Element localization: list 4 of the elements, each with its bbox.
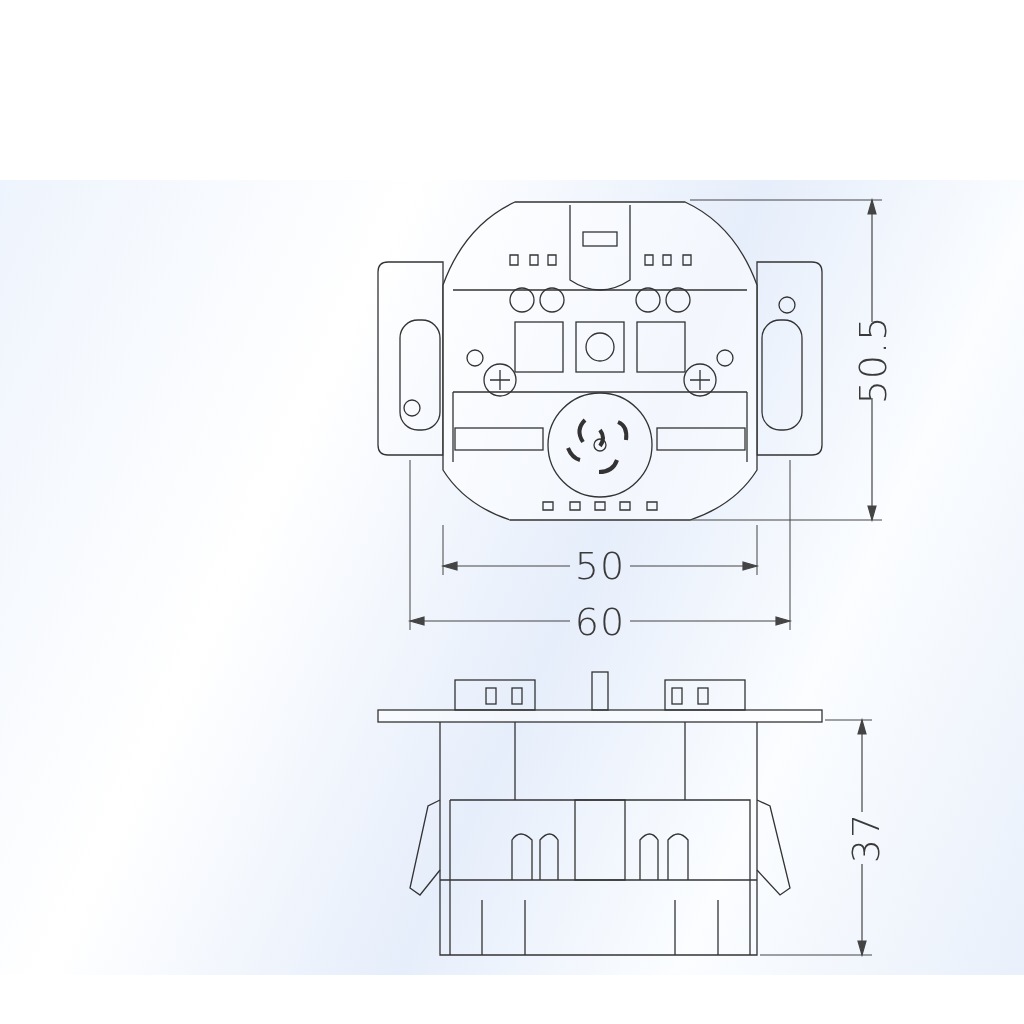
dimension-label: 60 — [574, 603, 626, 641]
dimension-label: 50.5 — [854, 315, 892, 405]
dimension-label: 37 — [847, 812, 885, 864]
dimension-label: 50 — [574, 547, 626, 585]
